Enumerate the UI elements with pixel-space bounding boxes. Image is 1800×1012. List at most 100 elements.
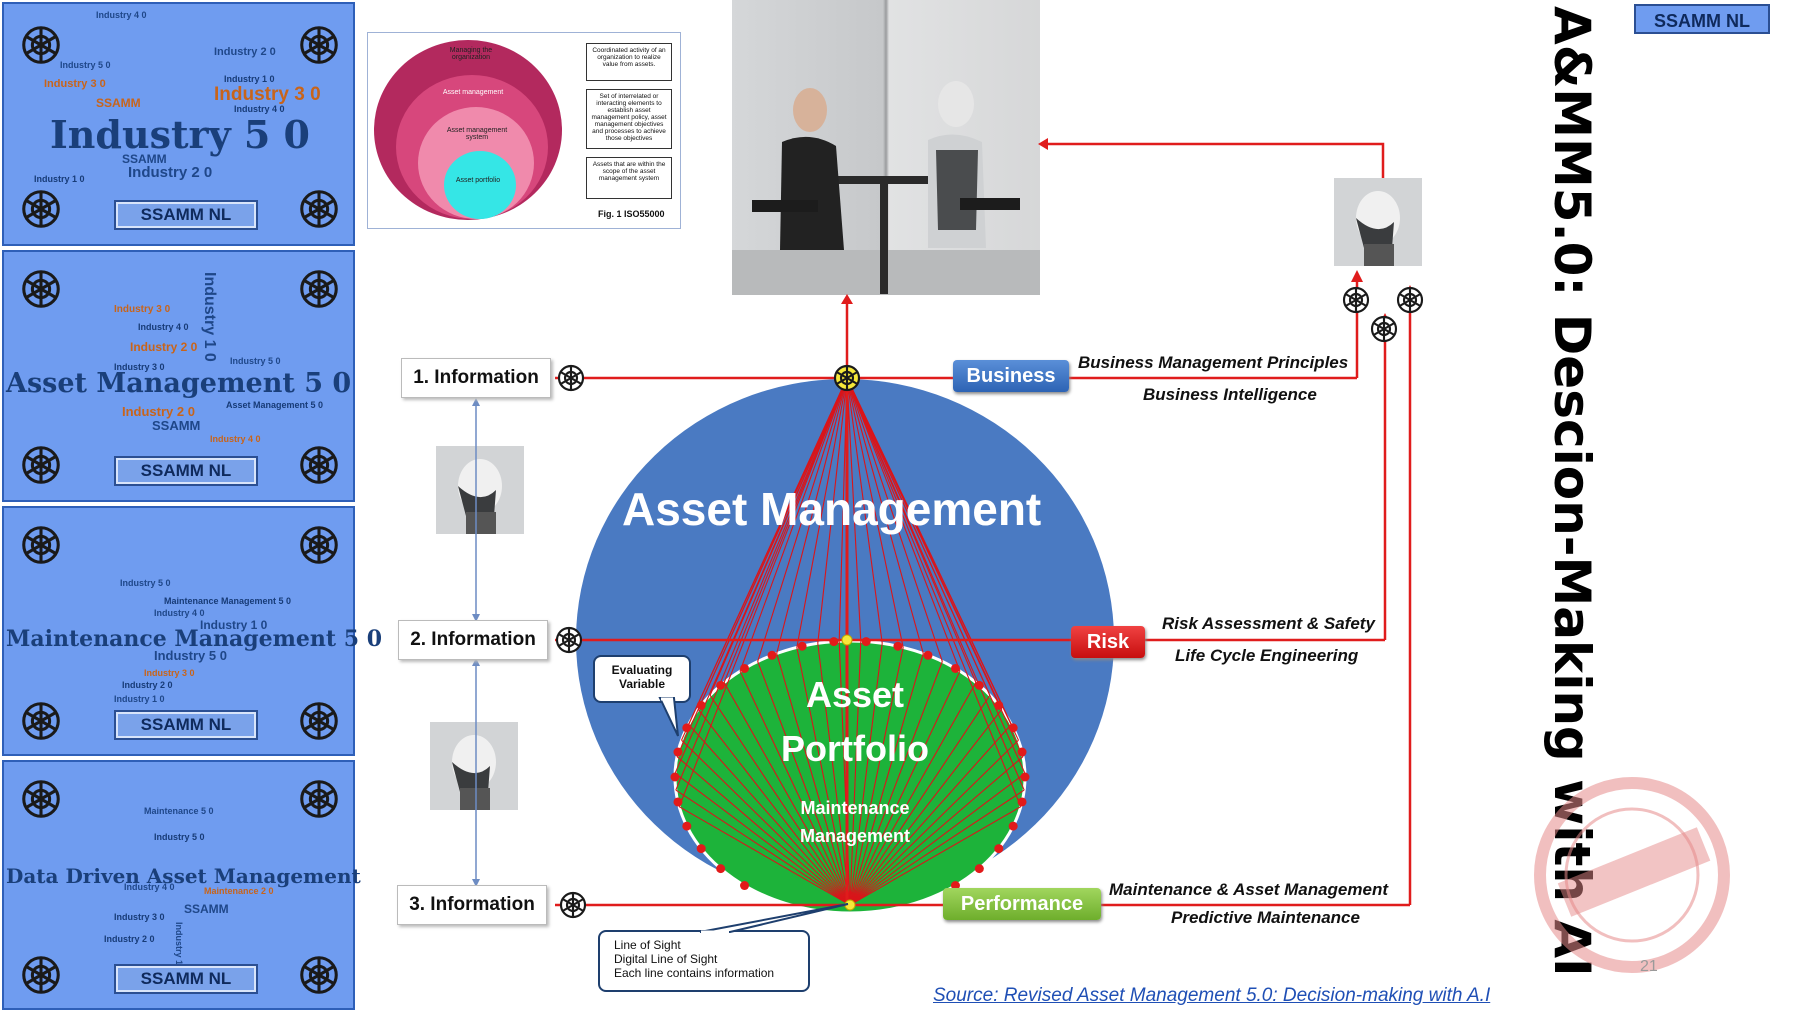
line-of-sight-ray <box>849 756 1024 906</box>
maintenance-label-2: Management <box>799 826 911 846</box>
callout-text: Line of Sight <box>614 938 681 952</box>
source-link[interactable]: Source: Revised Asset Management 5.0: De… <box>933 985 1491 1006</box>
iso-note: Set of interrelated or interacting eleme… <box>586 89 672 149</box>
cloud-word: Industry 2 0 <box>122 404 195 419</box>
line-of-sight-ray <box>697 708 851 906</box>
evaluating-variable-dot <box>673 747 683 757</box>
line-of-sight-ray <box>846 377 943 662</box>
cloud-word: Industry 1 0 <box>34 174 85 184</box>
line-of-sight-ray <box>817 643 851 906</box>
line-of-sight-ray <box>849 723 1012 906</box>
iso-nested-circles <box>374 40 562 220</box>
openai-logo-icon <box>557 364 585 392</box>
cloud-word: Industry 2 0 <box>122 680 173 690</box>
line-of-sight-ray <box>757 661 851 906</box>
callout-pointer <box>658 697 679 737</box>
cloud-word: Industry 4 0 <box>138 322 189 332</box>
openai-logo-icon <box>1370 315 1398 343</box>
openai-logo-icon <box>300 956 338 994</box>
arrow-head <box>472 614 480 622</box>
cloud-word: Industry 3 0 <box>44 78 106 90</box>
line-of-sight-ray <box>678 377 848 807</box>
evaluating-variable-dot <box>1008 723 1018 733</box>
line-of-sight-ray <box>849 653 924 906</box>
evaluating-variable-dot <box>696 844 706 854</box>
cloud-word: Industry 1 0 <box>224 74 275 84</box>
line-of-sight-ray <box>697 377 848 710</box>
openai-logo-icon <box>300 526 338 564</box>
line-of-sight-ray <box>678 806 851 906</box>
cloud-word: Industry 3 0 <box>144 668 195 678</box>
callout-text: Each line contains information <box>614 966 775 980</box>
line-of-sight-ray <box>846 377 883 644</box>
evaluating-variable-dot <box>673 797 683 807</box>
asset-portfolio-label-1: Asset <box>805 674 905 715</box>
line-of-sight-ray <box>675 789 851 906</box>
cloud-word: Industry 1 0 <box>201 272 218 362</box>
cloud-word: Industry 2 0 <box>104 934 155 944</box>
line-of-sight-ray <box>776 653 851 906</box>
line-of-sight-ray <box>846 377 862 642</box>
evaluating-variable-callout: Evaluating Variable <box>593 655 691 703</box>
line-of-sight-ray <box>849 643 883 906</box>
line-of-sight-ray <box>849 661 943 906</box>
evaluating-variable-dot <box>923 650 933 660</box>
arrow-head <box>472 879 480 887</box>
wordcloud-panel-industry: Industry 4 0 Industry 3 0 Industry 2 0 I… <box>2 2 355 246</box>
iso-note: Assets that are within the scope of the … <box>586 157 672 199</box>
circle-label: Asset management <box>442 89 504 96</box>
business-desc-2: Business Intelligence <box>1143 385 1317 404</box>
ssamm-badge: SSAMM NL <box>114 200 258 230</box>
line-of-sight-ray <box>846 377 904 648</box>
risk-desc-2: Life Cycle Engineering <box>1175 646 1359 665</box>
line-of-sight-ray <box>688 723 851 906</box>
iso55000-figure: Managing the organization Asset manageme… <box>367 32 681 229</box>
openai-logo-icon <box>22 190 60 228</box>
openai-logo-icon <box>22 446 60 484</box>
page-number: 21 <box>1640 958 1658 975</box>
node-dot <box>841 634 853 646</box>
line-of-sight-ray <box>846 377 961 672</box>
wordcloud-panel-maintenance: Industry 5 0 Industry 1 0 Maintenance Ma… <box>2 506 382 756</box>
cloud-word: Industry 2 0 <box>130 340 198 354</box>
cloud-word: Industry 3 0 <box>114 362 165 372</box>
line-of-sight-ray <box>723 377 848 683</box>
risk-tag: Risk <box>1071 626 1145 658</box>
line-of-sight-rays <box>674 377 1026 906</box>
cloud-word: Industry 3 0 <box>114 912 165 922</box>
evaluating-variable-dot <box>994 844 1004 854</box>
cloud-word: Industry 4 0 <box>234 104 285 114</box>
evaluating-variable-dot <box>767 650 777 660</box>
cloud-word: Industry 5 0 <box>120 578 171 588</box>
evaluating-variable-dot <box>829 637 839 647</box>
cloud-word: Asset Management 5 0 <box>226 400 324 410</box>
cloud-word: Industry 1 0 <box>114 694 165 704</box>
cloud-word: Maintenance 5 0 <box>144 806 214 816</box>
cloud-word: Industry 4 0 <box>96 10 147 20</box>
cloud-word: Industry 5 0 <box>60 60 111 70</box>
openai-logo-icon <box>1342 286 1370 314</box>
protected-image-stamp <box>1534 777 1730 973</box>
openai-logo-icon <box>22 780 60 818</box>
evaluating-variable-dot <box>716 864 726 874</box>
robot-head-photo <box>430 722 518 810</box>
evaluating-variable-dot <box>861 637 871 647</box>
cloud-word: Industry 5 0 <box>154 648 227 663</box>
line-of-sight-ray <box>849 739 1019 906</box>
line-of-sight-ray <box>709 694 851 906</box>
callout-text: Evaluating <box>611 663 673 677</box>
evaluating-variable-dot <box>670 772 680 782</box>
evaluating-variable-dot <box>950 881 960 891</box>
ssamm-brand-badge: SSAMM NL <box>1634 4 1770 34</box>
information-box-2: 2. Information <box>398 620 548 660</box>
maintenance-label-1: Maintenance <box>800 798 910 818</box>
line-of-sight-ray <box>849 708 1003 906</box>
openai-logo-icon <box>300 190 338 228</box>
cloud-word: Industry 5 0 <box>230 356 281 366</box>
cloud-word: Industry 4 0 <box>124 882 175 892</box>
cloud-word: Industry 4 0 <box>210 434 261 444</box>
cloud-word: SSAMM <box>122 152 167 166</box>
openai-logo-icon <box>22 956 60 994</box>
line-of-sight-ray <box>776 377 848 654</box>
